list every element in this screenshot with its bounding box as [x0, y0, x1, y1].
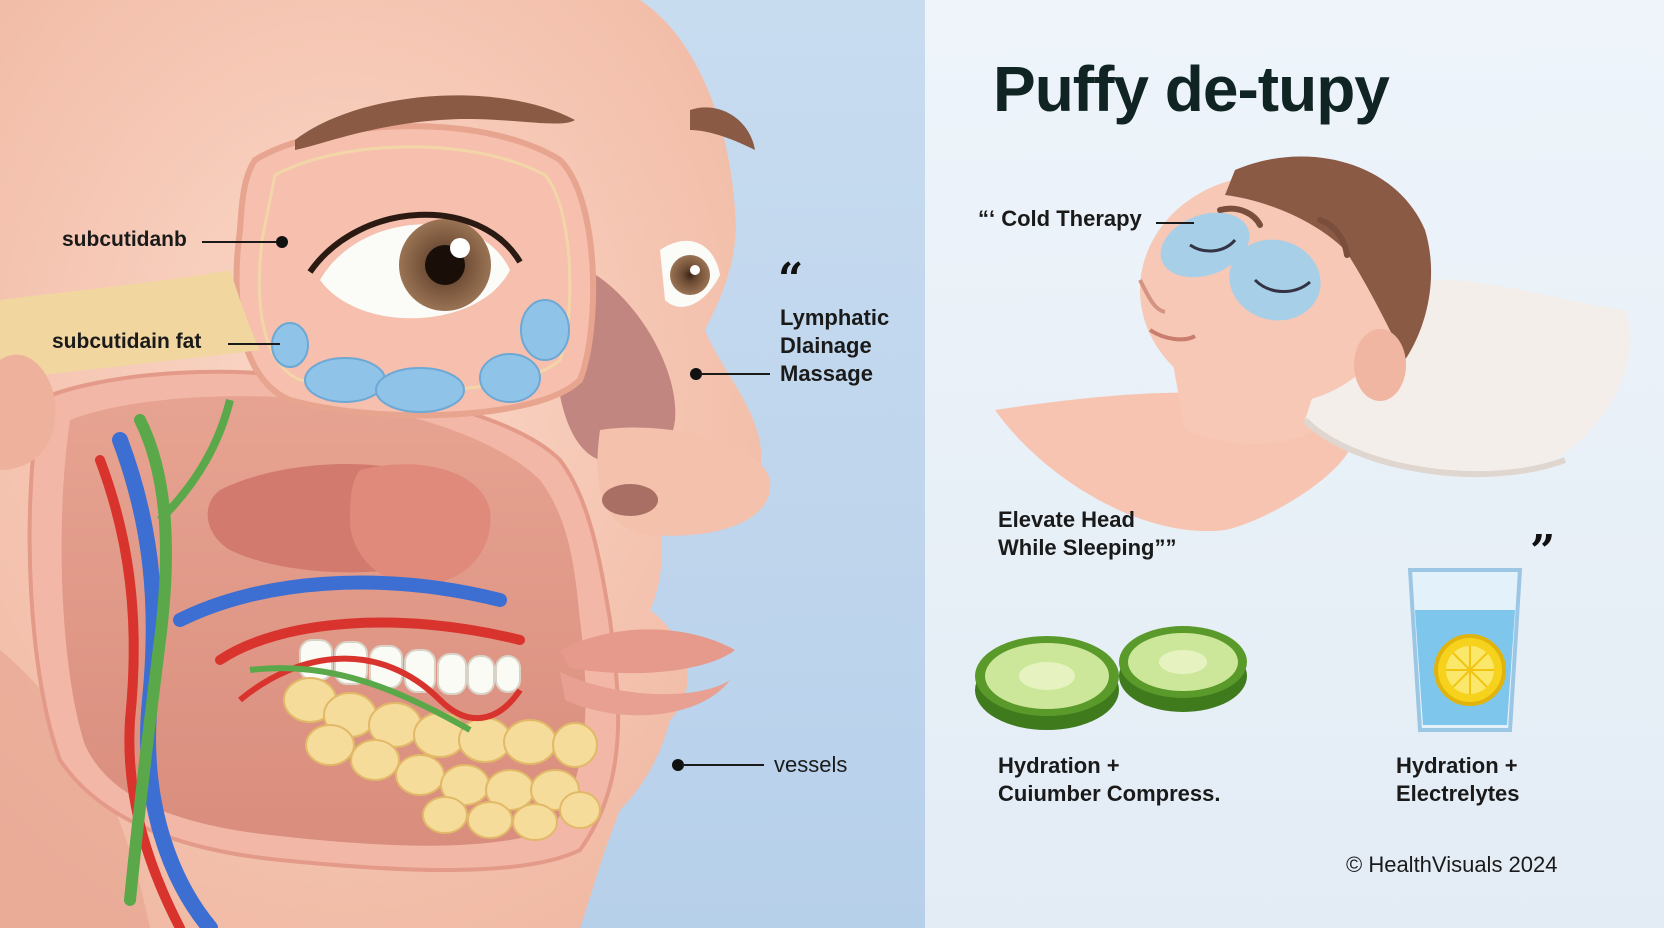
- page-title: Puffy de-tupy: [993, 53, 1390, 125]
- water-glass-illustration: [1407, 568, 1523, 732]
- leader-dot: [276, 236, 288, 248]
- leader-line: [700, 373, 770, 375]
- copyright-notice: © HealthVisuals 2024: [1346, 852, 1558, 877]
- label-cucumber-compress: Hydration + Cuiumber Compress.: [998, 753, 1221, 806]
- sleeping-person-illustration: [995, 156, 1631, 532]
- label-subcutidanb: subcutidanb: [62, 228, 187, 251]
- leader-dot: [690, 368, 702, 380]
- close-quote-mark: ”: [1530, 526, 1556, 577]
- infraorbital-fat-pads: [271, 299, 570, 413]
- leader-dot: [672, 759, 684, 771]
- leader-line: [682, 764, 764, 766]
- remedies-illustration: [975, 156, 1631, 732]
- label-cold-therapy: “‘ Cold Therapy: [978, 206, 1142, 231]
- leader-line: [1156, 222, 1194, 224]
- label-elevate-head: Elevate Head While Sleeping””: [998, 507, 1177, 560]
- leader-line: [202, 241, 280, 243]
- label-hydration-electrolytes: Hydration + Electrelytes: [1396, 753, 1520, 806]
- eyebrow: [295, 95, 575, 150]
- face-anatomy-illustration: [0, 0, 771, 928]
- cucumber-slices-illustration: [975, 626, 1247, 730]
- label-lymphatic-drainage: Lymphatic Dlainage Massage: [780, 305, 890, 386]
- open-quote-mark: “: [778, 254, 804, 305]
- label-vessels: vessels: [774, 752, 848, 777]
- subcutaneous-fat-layer: [0, 270, 260, 380]
- lips: [560, 629, 735, 674]
- anatomy-panel: subcutidanb subcutidain fat “ Lymphatic …: [0, 0, 925, 928]
- nerve: [124, 414, 172, 906]
- leader-line: [228, 343, 280, 345]
- artery: [215, 617, 525, 665]
- label-subcutaneous-fat: subcutidain fat: [52, 330, 202, 353]
- remedies-panel: [925, 0, 1664, 928]
